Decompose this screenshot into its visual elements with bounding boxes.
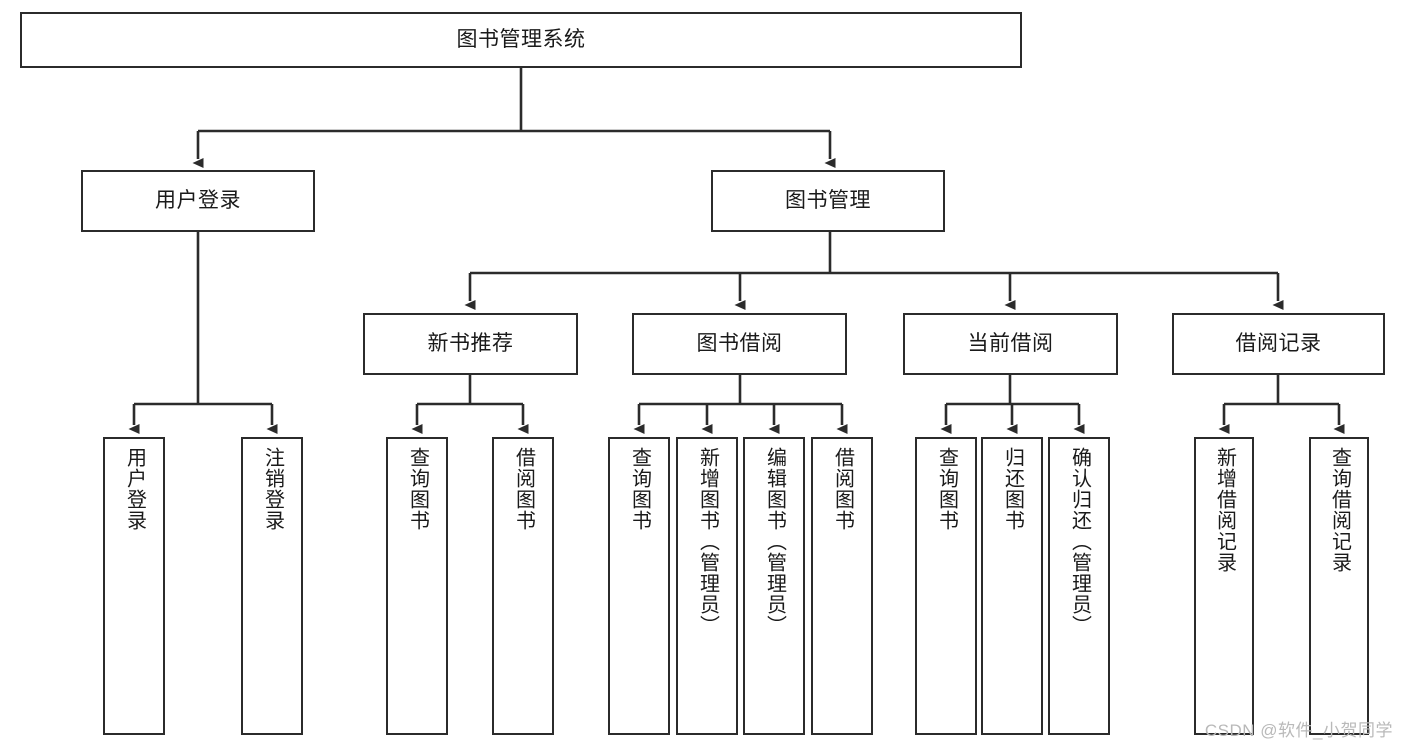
leaf-user-login[interactable]: 用户登录 <box>103 437 165 735</box>
leaf-borrow-book[interactable]: 借阅图书 <box>811 437 873 735</box>
leaf-confirm-return-admin-label: 确认归还（管理员） <box>1068 447 1091 636</box>
node-borrow-record-label: 借阅记录 <box>1235 331 1322 355</box>
node-current-borrow-label: 当前借阅 <box>967 331 1054 355</box>
csdn-watermark: CSDN @软件_小贺同学 <box>1204 721 1393 740</box>
leaf-return-book-label: 归还图书 <box>1001 447 1024 531</box>
node-book-management-label: 图书管理 <box>785 188 871 212</box>
leaf-borrow-book-recommend-label: 借阅图书 <box>512 447 535 531</box>
node-book-borrow[interactable]: 图书借阅 <box>632 313 847 375</box>
leaf-add-book-admin[interactable]: 新增图书（管理员） <box>676 437 738 735</box>
leaf-query-book-recommend-label: 查询图书 <box>406 447 429 531</box>
leaf-query-borrow-record-label: 查询借阅记录 <box>1328 447 1351 573</box>
leaf-logout[interactable]: 注销登录 <box>241 437 303 735</box>
node-root[interactable]: 图书管理系统 <box>20 12 1022 68</box>
node-current-borrow[interactable]: 当前借阅 <box>903 313 1118 375</box>
node-book-borrow-label: 图书借阅 <box>696 331 783 355</box>
leaf-borrow-book-recommend[interactable]: 借阅图书 <box>492 437 554 735</box>
leaf-query-book-current-label: 查询图书 <box>935 447 958 531</box>
leaf-add-book-admin-label: 新增图书（管理员） <box>696 447 719 636</box>
leaf-borrow-book-label: 借阅图书 <box>831 447 854 531</box>
leaf-edit-book-admin[interactable]: 编辑图书（管理员） <box>743 437 805 735</box>
node-new-book-recommend-label: 新书推荐 <box>427 331 514 355</box>
node-user-login-label: 用户登录 <box>155 188 241 212</box>
leaf-confirm-return-admin[interactable]: 确认归还（管理员） <box>1048 437 1110 735</box>
leaf-query-book-recommend[interactable]: 查询图书 <box>386 437 448 735</box>
leaf-query-book-current[interactable]: 查询图书 <box>915 437 977 735</box>
leaf-logout-label: 注销登录 <box>261 447 284 531</box>
leaf-query-borrow-record[interactable]: 查询借阅记录 <box>1309 437 1369 735</box>
leaf-query-book-borrow-label: 查询图书 <box>628 447 651 531</box>
leaf-edit-book-admin-label: 编辑图书（管理员） <box>763 447 786 636</box>
leaf-query-book-borrow[interactable]: 查询图书 <box>608 437 670 735</box>
leaf-return-book[interactable]: 归还图书 <box>981 437 1043 735</box>
node-book-management[interactable]: 图书管理 <box>711 170 945 232</box>
leaf-add-borrow-record[interactable]: 新增借阅记录 <box>1194 437 1254 735</box>
node-user-login[interactable]: 用户登录 <box>81 170 315 232</box>
node-new-book-recommend[interactable]: 新书推荐 <box>363 313 578 375</box>
leaf-add-borrow-record-label: 新增借阅记录 <box>1213 447 1236 573</box>
node-root-label: 图书管理系统 <box>456 27 586 51</box>
node-borrow-record[interactable]: 借阅记录 <box>1172 313 1385 375</box>
leaf-user-login-label: 用户登录 <box>123 447 146 531</box>
